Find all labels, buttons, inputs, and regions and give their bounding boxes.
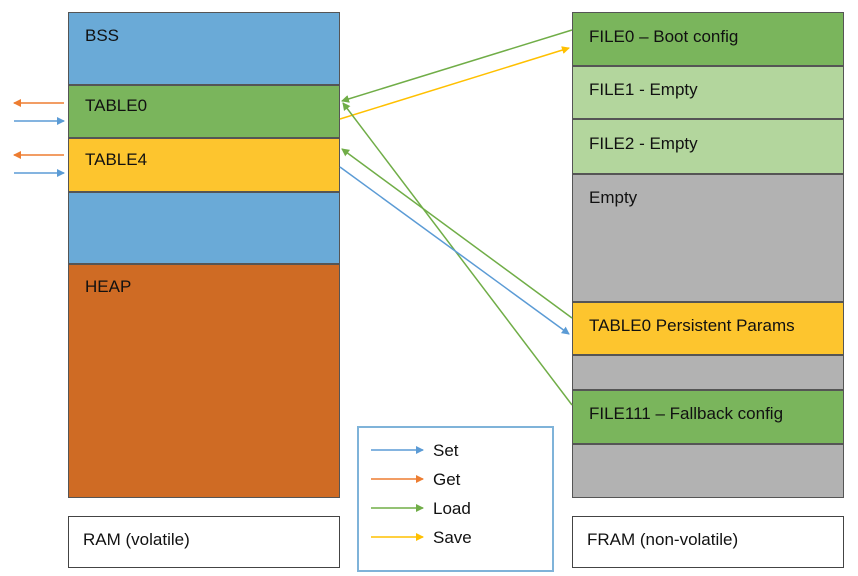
legend: Set Get Load Save bbox=[357, 426, 554, 572]
fram-block-file1: FILE1 - Empty bbox=[572, 66, 844, 119]
set-arrow-table4-to-persistent bbox=[339, 166, 570, 335]
ram-block-heap: HEAP bbox=[68, 264, 340, 498]
save-arrow-table0-to-file0 bbox=[339, 46, 570, 120]
fram-block-file0-label: FILE0 – Boot config bbox=[589, 27, 739, 46]
fram-block-file2: FILE2 - Empty bbox=[572, 119, 844, 174]
load-arrow-file111-to-table0 bbox=[342, 102, 573, 406]
fram-block-empty: Empty bbox=[572, 174, 844, 302]
legend-get-label: Get bbox=[433, 470, 461, 489]
legend-set-label: Set bbox=[433, 441, 459, 460]
fram-block-file2-label: FILE2 - Empty bbox=[589, 134, 698, 153]
ram-block-free bbox=[68, 192, 340, 264]
ram-caption: RAM (volatile) bbox=[68, 516, 340, 568]
fram-block-file111-label: FILE111 – Fallback config bbox=[589, 404, 784, 423]
fram-block-tail bbox=[572, 444, 844, 498]
ram-block-heap-label: HEAP bbox=[85, 277, 132, 296]
fram-block-file0: FILE0 – Boot config bbox=[572, 12, 844, 66]
fram-caption-text: FRAM (non-volatile) bbox=[587, 530, 739, 549]
fram-block-gap bbox=[572, 355, 844, 390]
load-arrow-persistent-to-table4 bbox=[341, 148, 573, 319]
fram-block-file1-label: FILE1 - Empty bbox=[589, 80, 698, 99]
ram-block-table0-label: TABLE0 bbox=[85, 96, 148, 115]
legend-save-label: Save bbox=[433, 528, 472, 547]
fram-caption: FRAM (non-volatile) bbox=[572, 516, 844, 568]
ram-block-bss-label: BSS bbox=[85, 26, 120, 45]
fram-block-table0-persistent-label: TABLE0 Persistent Params bbox=[589, 316, 795, 335]
fram-block-file111: FILE111 – Fallback config bbox=[572, 390, 844, 444]
ram-block-table0: TABLE0 bbox=[68, 85, 340, 138]
legend-load-label: Load bbox=[433, 499, 471, 518]
ram-block-bss: BSS bbox=[68, 12, 340, 85]
fram-block-table0-persistent: TABLE0 Persistent Params bbox=[572, 302, 844, 355]
load-arrow-file0-to-table0 bbox=[341, 29, 573, 103]
ram-block-table4-label: TABLE4 bbox=[85, 150, 148, 169]
ram-caption-text: RAM (volatile) bbox=[83, 530, 190, 549]
fram-block-empty-label: Empty bbox=[589, 188, 638, 207]
ram-block-table4: TABLE4 bbox=[68, 138, 340, 192]
